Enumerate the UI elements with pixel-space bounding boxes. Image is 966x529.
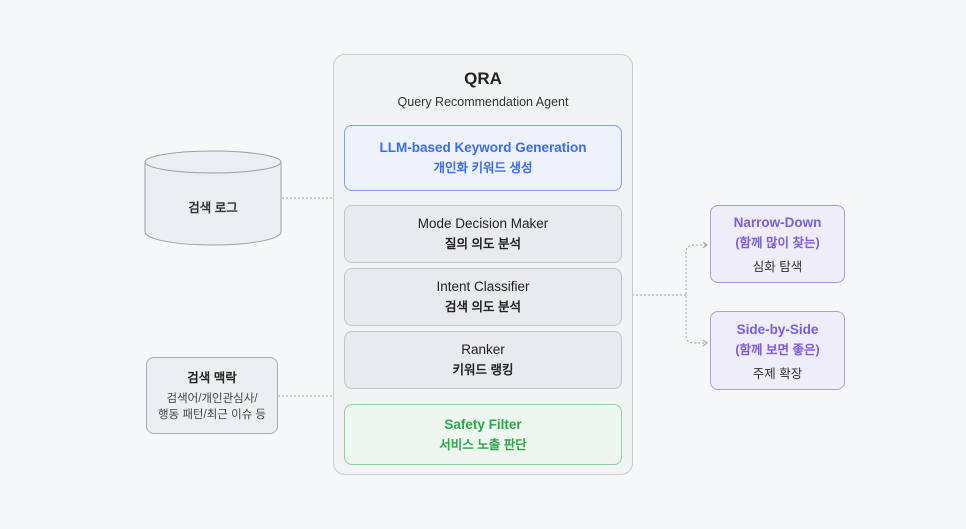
search-log-database: 검색 로그 xyxy=(144,148,284,248)
search-context-desc-2: 행동 패턴/최근 이슈 등 xyxy=(158,409,266,421)
output-name: Narrow-Down xyxy=(733,215,822,230)
module-desc: 검색 의도 분석 xyxy=(445,300,521,314)
output-sub: (함께 보면 좋은) xyxy=(735,342,820,357)
search-context-desc-1: 검색어/개인관심사/ xyxy=(166,393,258,405)
output-name: Side-by-Side xyxy=(736,321,819,337)
module-name: Mode Decision Maker xyxy=(417,216,549,231)
output-narrow-down: Narrow-Down (함께 많이 찾는) 심화 탐색 xyxy=(710,205,845,283)
output-side-by-side: Side-by-Side (함께 보면 좋은) 주제 확장 xyxy=(710,311,845,390)
module-desc: 개인화 키워드 생성 xyxy=(433,161,533,175)
module-name: Ranker xyxy=(461,342,505,357)
module-desc: 키워드 랭킹 xyxy=(452,363,514,377)
output-sub: (함께 많이 찾는) xyxy=(735,236,820,250)
module-safety-filter: Safety Filter 서비스 노출 판단 xyxy=(344,404,622,465)
search-context-title: 검색 맥락 xyxy=(187,371,237,385)
qra-title: QRA xyxy=(464,69,502,88)
module-name: Safety Filter xyxy=(444,416,522,432)
qra-subtitle: Query Recommendation Agent xyxy=(397,95,569,109)
module-name: LLM-based Keyword Generation xyxy=(379,140,587,155)
output-desc: 주제 확장 xyxy=(752,366,803,381)
search-log-label: 검색 로그 xyxy=(188,201,238,215)
search-context-box: 검색 맥락 검색어/개인관심사/ 행동 패턴/최근 이슈 등 xyxy=(146,357,278,434)
database-icon xyxy=(144,150,282,246)
output-desc: 심화 탐색 xyxy=(752,260,803,274)
module-keyword-generation: LLM-based Keyword Generation 개인화 키워드 생성 xyxy=(344,125,622,191)
module-mode-decision-maker: Mode Decision Maker 질의 의도 분석 xyxy=(344,205,622,263)
module-intent-classifier: Intent Classifier 검색 의도 분석 xyxy=(344,268,622,326)
module-desc: 질의 의도 분석 xyxy=(445,237,521,251)
module-name: Intent Classifier xyxy=(436,279,530,294)
module-desc: 서비스 노출 판단 xyxy=(439,437,527,452)
module-ranker: Ranker 키워드 랭킹 xyxy=(344,331,622,389)
